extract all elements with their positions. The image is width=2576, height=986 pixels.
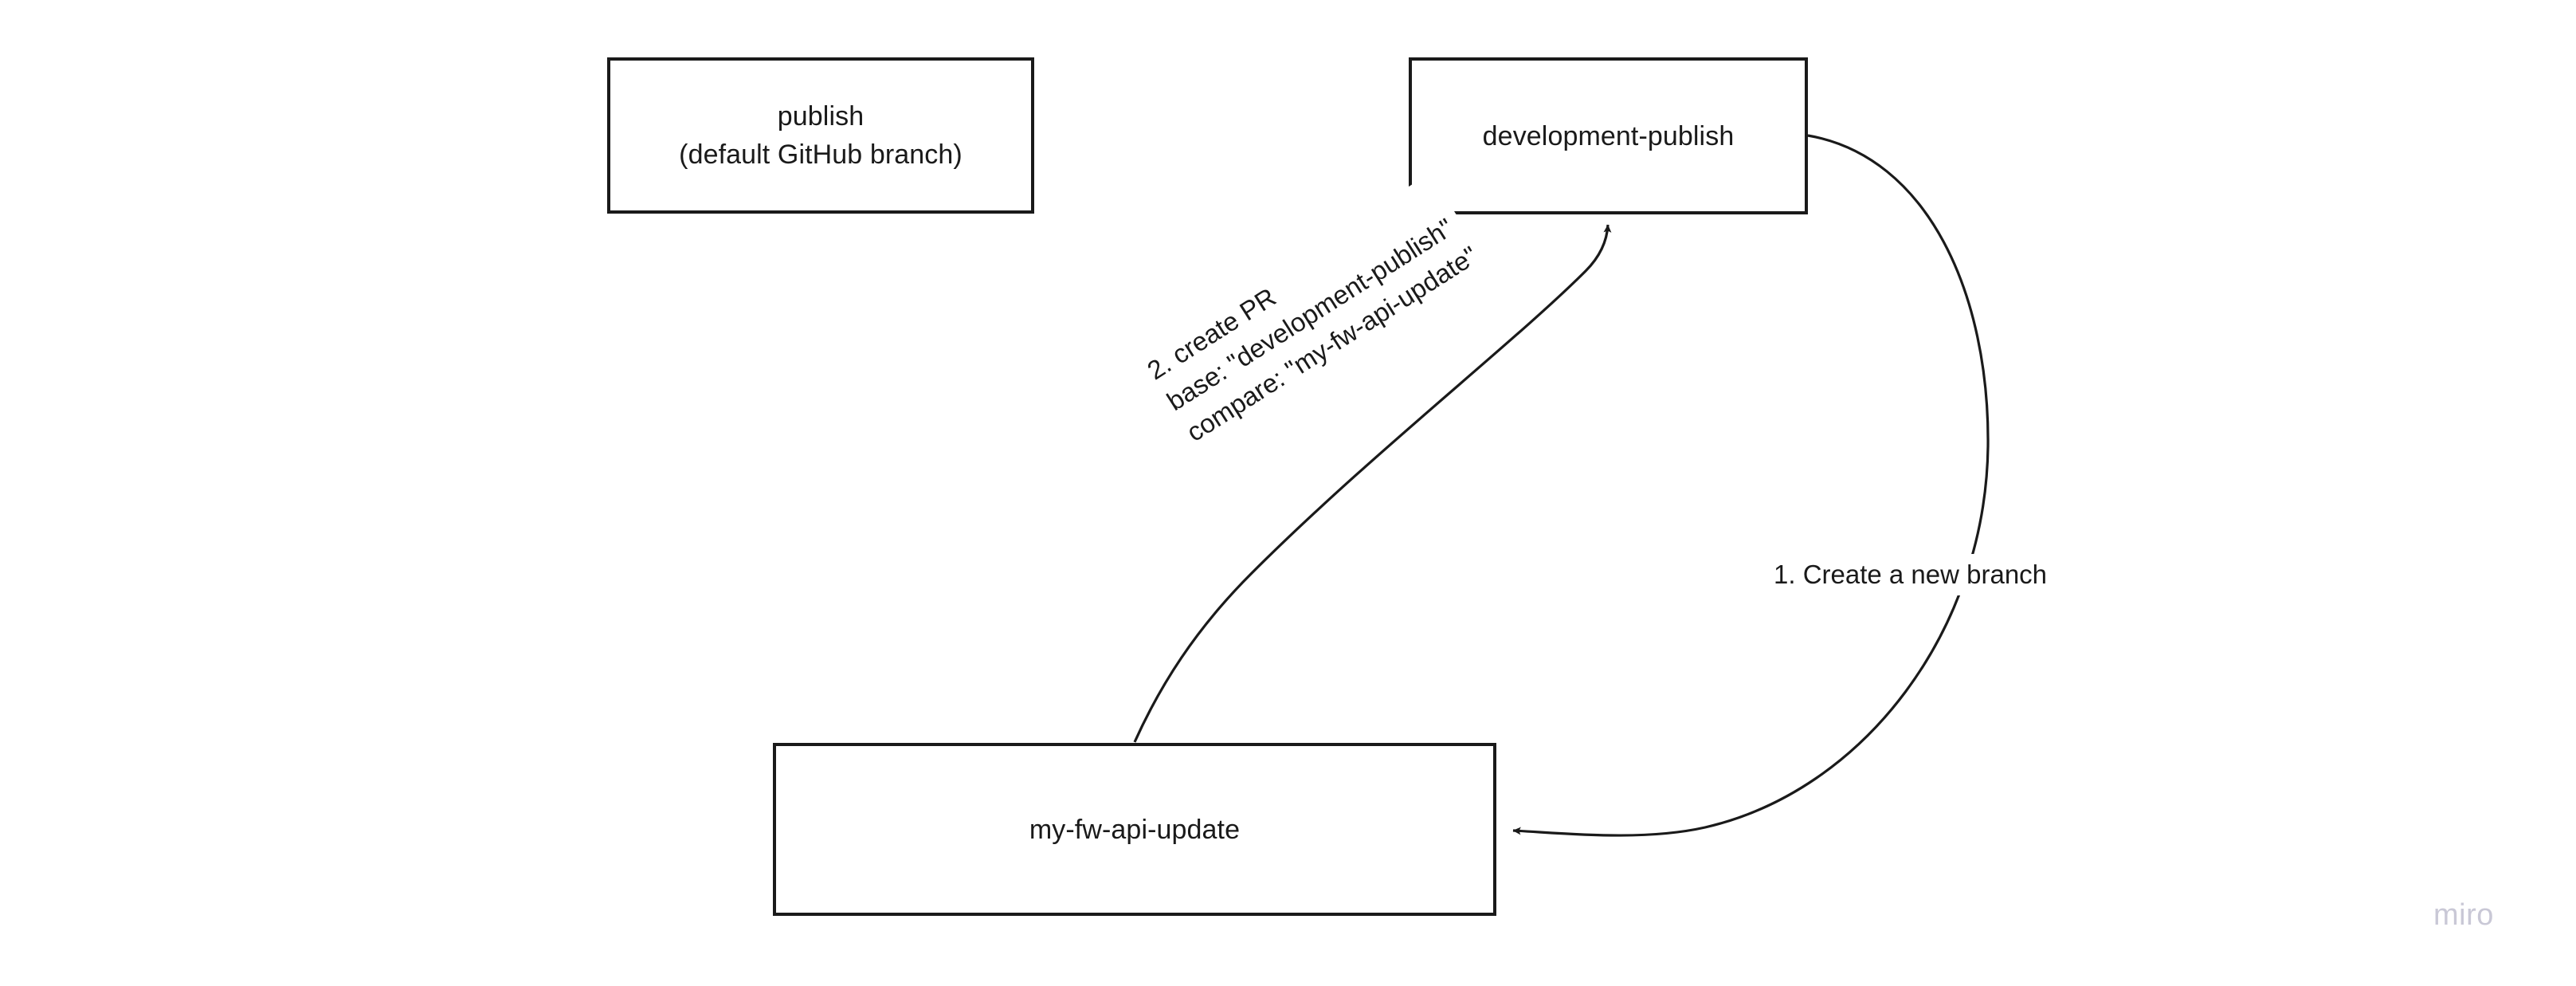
node-my-fw-api-update-label: my-fw-api-update (1029, 814, 1241, 845)
edge-label-create-branch[interactable]: 1. Create a new branch (1767, 554, 2054, 595)
edge-label-create-pr[interactable]: 2. create PR base: "development-publish"… (1136, 173, 1489, 454)
edge-create-branch (1512, 134, 1990, 837)
node-development-publish[interactable]: development-publish (1409, 57, 1808, 214)
miro-watermark: miro (2433, 898, 2494, 932)
node-development-publish-label: development-publish (1482, 120, 1735, 151)
node-publish[interactable]: publish (default GitHub branch) (607, 57, 1034, 214)
node-publish-label: publish (default GitHub branch) (679, 101, 963, 170)
node-my-fw-api-update[interactable]: my-fw-api-update (773, 743, 1496, 916)
